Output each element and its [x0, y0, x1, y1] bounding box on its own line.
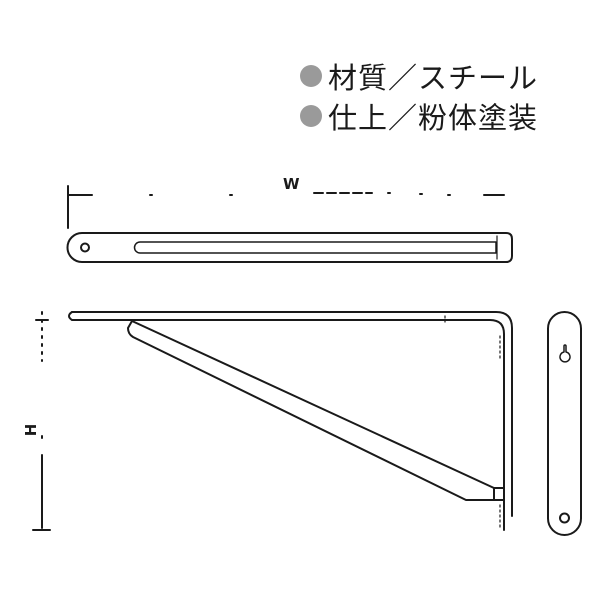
width-label: W [283, 175, 300, 193]
spec-finish: 仕上／粉体塗装 [300, 96, 538, 136]
spec-material: 材質／スチール [300, 56, 538, 96]
bracket-brace [127, 320, 495, 501]
top-view-outline [66, 232, 513, 263]
keyhole-slot-icon [559, 344, 571, 363]
top-view-screw-hole [80, 242, 90, 253]
spec-material-text: 材質／スチール [328, 61, 539, 95]
back-plate-screw-hole [559, 512, 570, 524]
spec-finish-text: 仕上／粉体塗装 [328, 101, 539, 135]
height-dimension [32, 311, 51, 531]
bracket-arm-inner [68, 311, 505, 531]
back-plate-outline [547, 311, 582, 536]
spec-list: 材質／スチール 仕上／粉体塗装 [300, 56, 538, 136]
top-view-groove [133, 241, 497, 254]
circle-bullet-icon [300, 105, 322, 127]
bracket-top-view [66, 232, 513, 263]
circle-bullet-icon [300, 65, 322, 87]
width-dimension [67, 185, 505, 229]
bracket-side-view [68, 311, 513, 531]
height-label: H [22, 424, 40, 437]
bracket-back-view [547, 311, 582, 536]
bracket-arm-outer [71, 311, 513, 517]
